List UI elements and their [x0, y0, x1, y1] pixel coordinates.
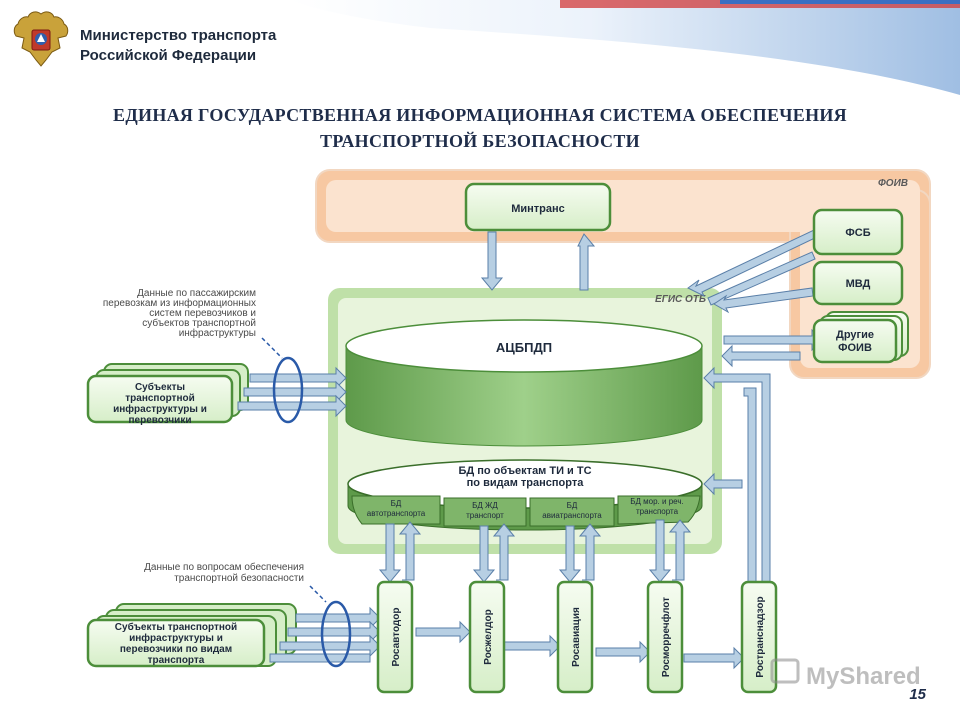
agency-rosaviatsiya: Росавиация: [556, 580, 594, 694]
subjects-top-line3: инфраструктуры и: [113, 403, 207, 415]
slide-title-line1: ЕДИНАЯ ГОСУДАРСТВЕННАЯ ИНФОРМАЦИОННАЯ СИ…: [113, 105, 847, 125]
note-bottom: Данные по вопросам обеспечения транспорт…: [144, 561, 304, 584]
other-foiv-label-line1: Другие: [836, 329, 874, 341]
mintrans-arrows: [480, 231, 596, 291]
db-title-line1: БД по объектам ТИ и ТС: [458, 465, 591, 477]
page-number: 15: [909, 686, 926, 703]
note-top-line5: инфраструктуры: [179, 327, 256, 339]
slide-title-line2: ТРАНСПОРТНОЙ БЕЗОПАСНОСТИ: [320, 131, 640, 151]
watermark-text: MyShared: [806, 663, 921, 690]
subjects-top-arrows: [237, 366, 347, 418]
db-segment-avia-line1: БД: [567, 501, 578, 510]
header-background: [290, 0, 960, 95]
subjects-top-line2: транспортной: [125, 393, 195, 404]
db-segment-auto-line1: БД: [391, 499, 402, 508]
subjects-bottom-line3: перевозчики по видам: [120, 644, 232, 655]
agency-rosaviatsiya-label: Росавиация: [571, 607, 582, 667]
subjects-bottom-group: Субъекты транспортной инфраструктуры и п…: [86, 603, 297, 668]
db-segment-rail-line1: БД ЖД: [472, 501, 498, 510]
db-segment-avia-line2: авиатранспорта: [542, 511, 602, 520]
foiv-label: ФОИВ: [878, 178, 908, 189]
subjects-bottom-line4: транспорта: [148, 655, 205, 666]
connector-dashed-bottom: [309, 585, 327, 603]
watermark: MyShared: [770, 658, 921, 690]
db-segment-rail-line2: транспорт: [466, 511, 504, 520]
agency-rostransnadzor: Ространснадзор: [740, 580, 778, 694]
fsb-box: ФСБ: [812, 208, 904, 256]
agency-roszheldor-label: Росжелдор: [483, 609, 494, 664]
fsb-label: ФСБ: [845, 227, 870, 239]
subjects-bottom-line2: инфраструктуры и: [129, 632, 223, 644]
ministry-name-line1: Министерство транспорта: [80, 27, 277, 44]
note-top-line4: субъектов транспортной: [142, 317, 256, 329]
agency-rosavtodor: Росавтодор: [376, 580, 414, 694]
note-top-line3: систем перевозчиков и: [149, 308, 256, 319]
note-top-line2: перевозкам из информационных: [103, 297, 256, 309]
ministry-name-line2: Российской Федерации: [80, 47, 257, 64]
subjects-bottom-line1: Субъекты транспортной: [115, 621, 237, 633]
data-flow-ellipse-top: [272, 356, 304, 424]
egis-label: ЕГИС ОТБ: [655, 294, 706, 305]
acbpdp-cylinder: АЦБПДП: [345, 319, 703, 447]
db-segment-sea-line2: транспорта: [636, 507, 679, 516]
other-foiv-label-line2: ФОИВ: [838, 342, 872, 354]
connector-dashed-top: [261, 337, 283, 359]
note-top-line1: Данные по пассажирским: [137, 288, 256, 299]
agency-roszheldor: Росжелдор: [468, 580, 506, 694]
slide-title: ЕДИНАЯ ГОСУДАРСТВЕННАЯ ИНФОРМАЦИОННАЯ СИ…: [40, 102, 920, 154]
note-bottom-line2: транспортной безопасности: [174, 572, 304, 584]
db-disk: БД по объектам ТИ и ТС по видам транспор…: [347, 459, 703, 531]
foiv-arrows: [687, 229, 823, 368]
mvd-label: МВД: [846, 278, 871, 290]
agency-rosavtodor-label: Росавтодор: [391, 608, 402, 667]
subjects-top-line1: Субъекты: [135, 381, 185, 393]
mintrans-box: Минтранс: [464, 182, 612, 232]
agency-arrows: [378, 519, 692, 583]
agency-rosmorrechflot: Росморречфлот: [646, 580, 684, 694]
db-title-line2: по видам транспорта: [467, 477, 585, 489]
subjects-top-line4: перевозчики: [129, 415, 192, 426]
ministry-name: Министерство транспорта Российской Федер…: [80, 26, 276, 66]
note-top: Данные по пассажирским перевозкам из инф…: [103, 288, 256, 339]
agency-rostransnadzor-label: Ространснадзор: [755, 596, 766, 677]
rostransnadzor-arrows: [703, 366, 771, 583]
subjects-top-group: Субъекты транспортной инфраструктуры и п…: [86, 363, 249, 426]
acbpdp-label: АЦБПДП: [496, 340, 552, 355]
mintrans-label: Минтранс: [511, 203, 565, 215]
mvd-box: МВД: [812, 260, 904, 306]
data-flow-ellipse-bottom: [320, 600, 352, 668]
db-segment-auto-line2: автотранспорта: [367, 509, 426, 518]
agency-rosmorrechflot-label: Росморречфлот: [660, 597, 672, 677]
other-foiv-box: Другие ФОИВ: [812, 311, 909, 364]
coat-of-arms-icon: [13, 11, 69, 67]
db-segment-sea-line1: БД мор. и реч.: [630, 497, 683, 506]
note-bottom-line1: Данные по вопросам обеспечения: [144, 561, 304, 573]
